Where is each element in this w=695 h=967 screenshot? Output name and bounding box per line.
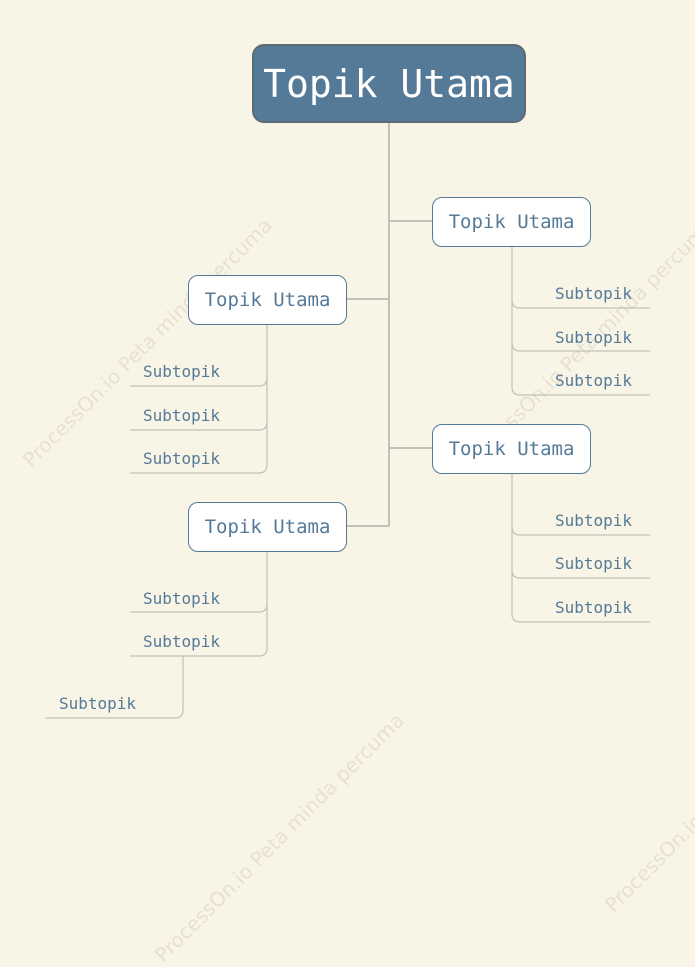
- subtopic-label[interactable]: Subtopik: [555, 371, 633, 390]
- subtopic-label[interactable]: Subtopik: [555, 598, 633, 617]
- subtopic-label[interactable]: Subtopik: [143, 449, 221, 468]
- subtopic-label[interactable]: Subtopik: [143, 589, 221, 608]
- main-topic-right-2[interactable]: Topik Utama: [432, 424, 591, 474]
- subtopic-label[interactable]: Subtopik: [555, 554, 633, 573]
- central-topic-label: Topik Utama: [263, 61, 515, 106]
- main-topic-label: Topik Utama: [448, 211, 575, 233]
- subtopic-label[interactable]: Subtopik: [555, 511, 633, 530]
- nested-subtopic-label[interactable]: Subtopik: [59, 694, 137, 713]
- subtopic-label[interactable]: Subtopik: [555, 284, 633, 303]
- sub-line-r1: [511, 246, 650, 396]
- subtopic-label[interactable]: Subtopik: [143, 632, 221, 651]
- sub-line-l2: [130, 550, 268, 657]
- main-topic-right-1[interactable]: Topik Utama: [432, 197, 591, 247]
- subtopic-label[interactable]: Subtopik: [143, 406, 221, 425]
- sub-line-nested: [45, 656, 184, 719]
- subtopic-label[interactable]: Subtopik: [143, 362, 221, 381]
- main-topic-left-2[interactable]: Topik Utama: [188, 502, 347, 552]
- main-topic-label: Topik Utama: [448, 438, 575, 460]
- main-topic-label: Topik Utama: [204, 289, 331, 311]
- connector-lines: [45, 123, 650, 719]
- main-topic-left-1[interactable]: Topik Utama: [188, 275, 347, 325]
- subtopic-label[interactable]: Subtopik: [555, 328, 633, 347]
- sub-line-l1: [130, 324, 268, 474]
- central-topic[interactable]: Topik Utama: [252, 44, 526, 123]
- sub-line-r2: [511, 472, 650, 623]
- main-topic-label: Topik Utama: [204, 516, 331, 538]
